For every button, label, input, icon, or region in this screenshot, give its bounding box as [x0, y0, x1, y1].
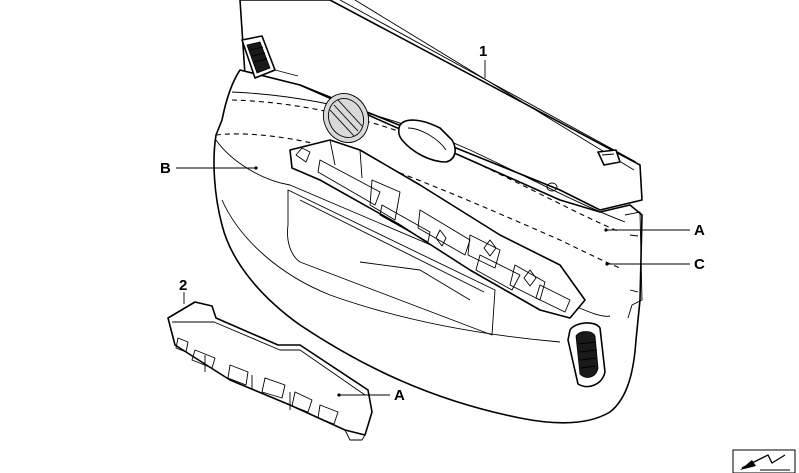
- switch-trim-strip: [167, 301, 373, 441]
- callout-label-a-upper: A: [694, 222, 705, 239]
- speaker-grille: [322, 93, 370, 143]
- leader-dot-c: [605, 262, 609, 266]
- lock-knob: [597, 149, 621, 166]
- callout-label-a-lower: A: [394, 387, 405, 404]
- leader-dot-b: [254, 166, 258, 170]
- callout-part-2: 2: [179, 277, 187, 294]
- callout-part-1: 1: [479, 43, 487, 60]
- leader-dot-a-upper: [604, 228, 608, 232]
- mounting-hole: [546, 182, 558, 192]
- switch-carrier: [289, 139, 586, 319]
- navigation-arrow-icon[interactable]: [732, 449, 796, 473]
- leader-dot-a-lower: [337, 393, 341, 397]
- door-handle: [397, 119, 456, 163]
- air-vent-lower: [567, 322, 606, 388]
- callout-label-b: B: [160, 160, 171, 177]
- callout-label-c: C: [694, 256, 705, 273]
- air-vent-upper: [241, 35, 299, 79]
